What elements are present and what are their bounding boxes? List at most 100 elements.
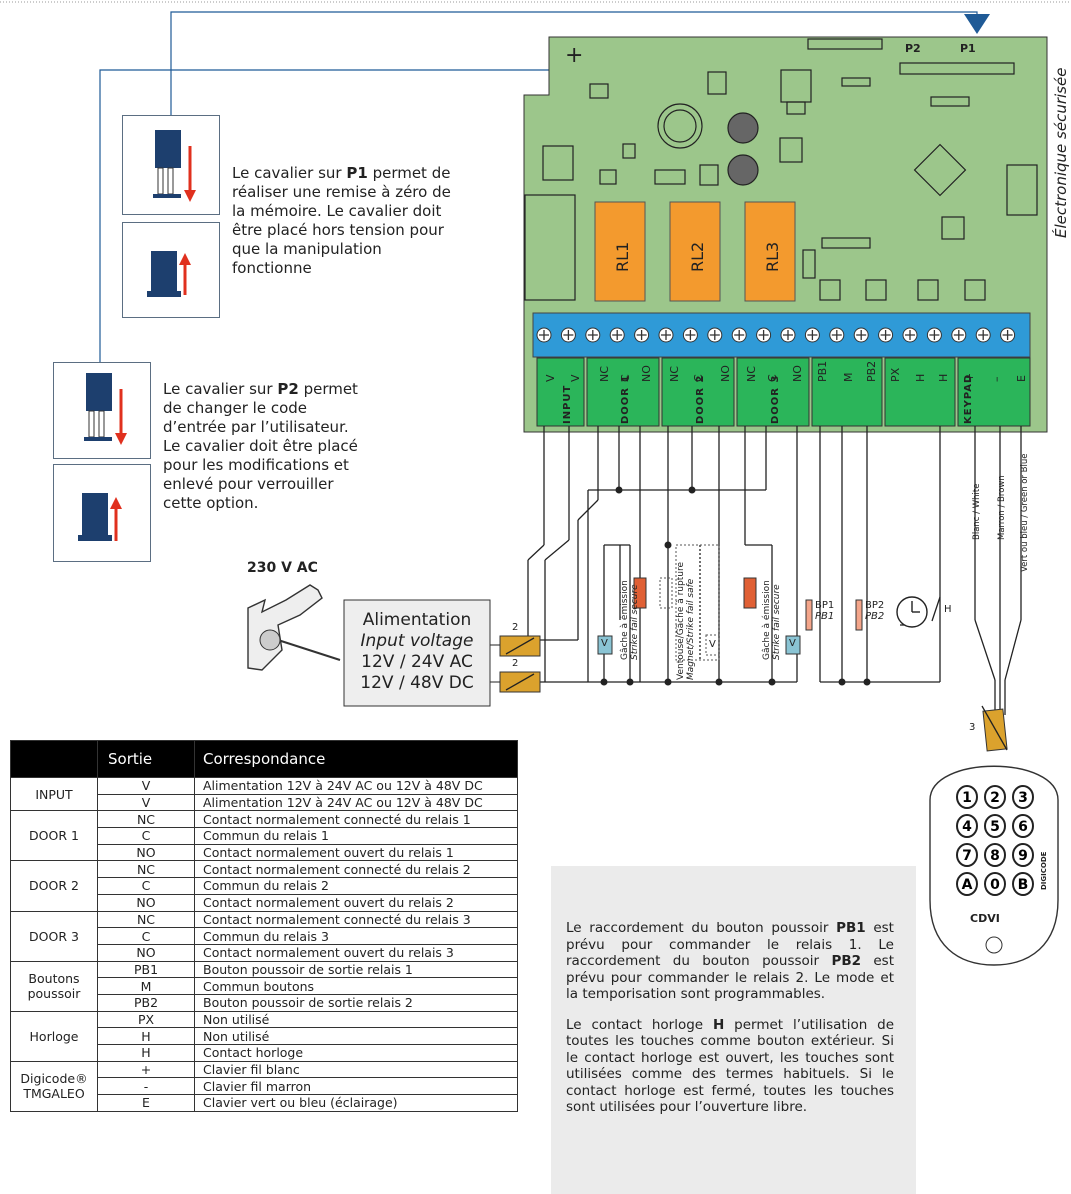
connector-keypad (957, 357, 1031, 427)
terminal-screw-slot (734, 330, 745, 340)
door3-pin-label: NC (745, 366, 758, 382)
table-output-cell: NO (97, 943, 195, 962)
info-box: Le raccordement du bouton poussoir PB1 e… (551, 866, 916, 1194)
keypad-pin-label: E (1015, 375, 1028, 382)
power-wire-clips (490, 635, 541, 693)
table-description-cell: Alimentation 12V à 24V AC ou 12V à 48V D… (194, 777, 518, 795)
keypad-key (984, 814, 1006, 838)
jumper-open-icon (84, 373, 127, 445)
door2-pin-label: NO (719, 365, 732, 382)
door2-connector-label: DOOR 2 (695, 374, 706, 424)
terminal-screw-slot (636, 330, 647, 340)
table-group-name: Horloge (10, 1010, 98, 1062)
door1-pin-label: NO (640, 365, 653, 382)
power-plug-icon (247, 584, 341, 671)
keypad-key-label: B (1018, 877, 1029, 893)
input-pin-label: V (569, 374, 582, 382)
table-header-correspondance: Correspondance (194, 740, 518, 778)
clock-switch (931, 596, 941, 622)
relay-3-label: RL3 (763, 241, 782, 272)
table-output-cell: PB2 (97, 993, 195, 1012)
table-output-cell: NC (97, 810, 195, 829)
power-subtitle: Input voltage (360, 631, 474, 651)
info-paragraph-pushbuttons: Le raccordement du bouton poussoir PB1 e… (566, 920, 894, 1002)
keypad-key (1012, 814, 1034, 838)
table-output-cell: E (97, 1094, 195, 1112)
connector-pb (811, 357, 883, 427)
keypad-brand: CDVI (970, 912, 1000, 925)
table-description-cell: Alimentation 12V à 24V AC ou 12V à 48V D… (194, 793, 518, 812)
keypad-pin-label: – (990, 376, 1003, 383)
terminal-screw-slot (612, 330, 623, 340)
keypad-key-label: 5 (990, 819, 1000, 835)
relay-1 (594, 201, 646, 302)
relay-3 (744, 201, 796, 302)
terminal-screw-slot (856, 330, 867, 340)
terminal-screw-slot (953, 330, 964, 340)
table-output-cell: C (97, 927, 195, 945)
table-group-name: DOOR 1 (10, 810, 98, 862)
terminal-screw-slot (880, 330, 891, 340)
wire-count-1: 2 (512, 622, 519, 633)
table-output-cell: V (97, 793, 195, 812)
keypad-key-label: 6 (1018, 819, 1028, 835)
table-output-cell: PB1 (97, 960, 195, 979)
p2-pointer-arrow (964, 14, 990, 34)
keypad-key (984, 843, 1006, 867)
table-group-name: INPUT (10, 776, 98, 812)
jumper-open-icon (153, 130, 196, 202)
table-output-cell: PX (97, 1010, 195, 1029)
table-description-cell: Contact horloge (194, 1044, 518, 1062)
table-description-cell: Non utilisé (194, 1027, 518, 1045)
power-supply-text: Alimentation Input voltage 12V / 24V AC … (344, 610, 490, 694)
p1-jumper-open-box (122, 115, 220, 215)
connector-input (536, 357, 585, 427)
table-description-cell: Bouton poussoir de sortie relais 2 (194, 993, 518, 1012)
table-description-cell: Clavier fil marron (194, 1077, 518, 1096)
table-description-cell: Contact normalement ouvert du relais 2 (194, 893, 518, 912)
jumper-p2-description: Le cavalier sur P2 permet de changer le … (163, 380, 358, 512)
table-group-name: Digicode® TMGALEO (10, 1060, 98, 1112)
wire-count-2: 2 (512, 658, 519, 669)
table-description-cell: Contact normalement ouvert du relais 1 (194, 843, 518, 862)
connector-door2 (661, 357, 735, 427)
door1-connector-label: DOOR 1 (620, 374, 631, 424)
clock-pin-label: H (937, 373, 950, 382)
keypad-key (1012, 843, 1034, 867)
keypad-key-label: 4 (962, 819, 972, 835)
board-side-label: Électronique sécurisée (1052, 67, 1070, 238)
wires (527, 426, 1022, 715)
terminal-screw-slot (1002, 330, 1013, 340)
table-output-cell: - (97, 1077, 195, 1096)
strike-2-v-label: V (789, 638, 796, 649)
table-description-cell: Non utilisé (194, 1010, 518, 1029)
power-line2: 12V / 48V DC (360, 673, 474, 693)
table-output-cell: C (97, 827, 195, 845)
table-output-cell: NC (97, 910, 195, 929)
input-connector-label: INPUT (562, 384, 573, 424)
strike-2-coil (743, 577, 757, 609)
magnet-coil (659, 577, 673, 609)
info-paragraph-clock: Le contact horloge H permet l’utilisatio… (566, 1016, 895, 1116)
keypad-key (984, 785, 1006, 809)
table-description-cell: Clavier vert ou bleu (éclairage) (194, 1094, 518, 1112)
bp1-button (805, 599, 813, 631)
table-description-cell: Contact normalement connecté du relais 1 (194, 810, 518, 829)
terminal-screw-slot (978, 330, 989, 340)
jumper-p1-description: Le cavalier sur P1 permet de réaliser un… (232, 164, 451, 277)
door1-pin-label: NC (598, 366, 611, 382)
keypad-key-label: 3 (1018, 790, 1028, 806)
table-description-cell: Contact normalement connecté du relais 3 (194, 910, 518, 929)
